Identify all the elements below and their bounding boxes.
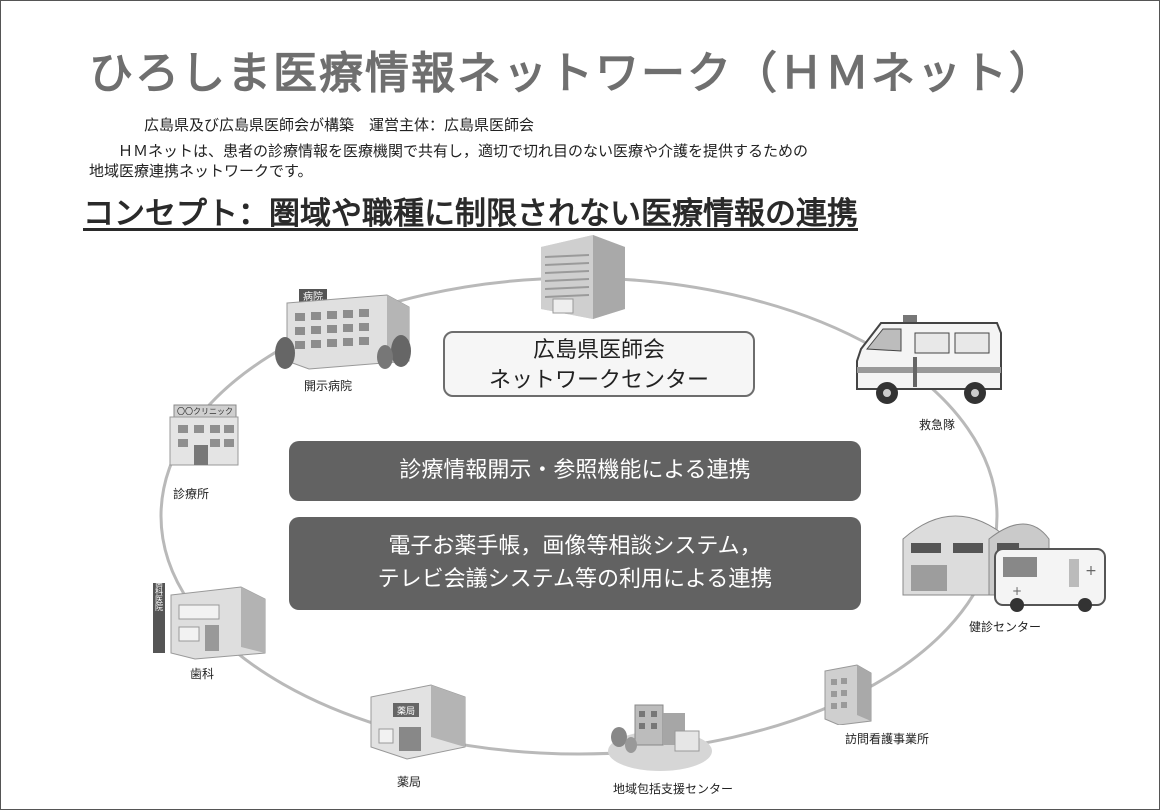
svg-text:+: + [1085, 563, 1097, 579]
svg-text:+: + [1012, 584, 1022, 598]
info-sharing-box: 診療情報開示・参照機能による連携 [289, 441, 861, 501]
subtitle-description: ＨＭネットは、患者の診療情報を医療機関で共有し，適切で切れ目のない医療や介護を提… [118, 142, 809, 160]
concept-heading: コンセプト：圏域や職種に制限されない医療情報の連携 [83, 196, 858, 232]
checkup-center-icon: + + [902, 515, 1106, 612]
hospital-sign: 病院 [303, 290, 323, 303]
network-center-line1: 広島県医師会 [532, 338, 665, 363]
page-title: ひろしま医療情報ネットワーク（ＨＭネット） [89, 48, 1055, 99]
nursing-station-building-icon [824, 664, 872, 725]
systems-box-line2: テレビ会議システム等の利用による連携 [377, 567, 773, 592]
network-center-box: 広島県医師会 ネットワークセンター [443, 331, 755, 397]
dental-sign: 歯科医院 [155, 581, 164, 612]
node-label-community-center: 地域包括支援センター [613, 782, 734, 796]
network-center-line2: ネットワークセンター [488, 368, 709, 393]
network-center-building-icon [541, 235, 625, 319]
dental-building-icon: 歯科医院 [153, 581, 266, 660]
node-label-nursing-station: 訪問看護事業所 [845, 732, 930, 746]
systems-box: 電子お薬手帳，画像等相談システム， テレビ会議システム等の利用による連携 [289, 517, 861, 610]
hospital-building-icon: 病院 [275, 289, 411, 370]
ambulance-icon [856, 315, 1002, 404]
community-center-icon [608, 704, 712, 771]
clinic-sign: 〇〇クリニック [177, 407, 233, 416]
systems-box-line1: 電子お薬手帳，画像等相談システム， [388, 534, 762, 559]
node-label-ambulance: 救急隊 [919, 418, 956, 432]
subtitle-description-cont: 地域医療連携ネットワークです。 [89, 162, 313, 180]
clinic-building-icon: 〇〇クリニック [169, 404, 239, 466]
node-label-pharmacy: 薬局 [397, 775, 422, 789]
node-label-checkup-center: 健診センター [969, 620, 1042, 634]
pharmacy-sign: 薬局 [397, 705, 415, 717]
node-label-clinic: 診療所 [173, 487, 210, 501]
pharmacy-building-icon: 薬局 [370, 684, 466, 760]
node-label-hospital: 開示病院 [304, 379, 353, 393]
node-label-dental: 歯科 [190, 667, 215, 681]
subtitle-operator: 広島県及び広島県医師会が構築 運営主体：広島県医師会 [144, 116, 535, 134]
